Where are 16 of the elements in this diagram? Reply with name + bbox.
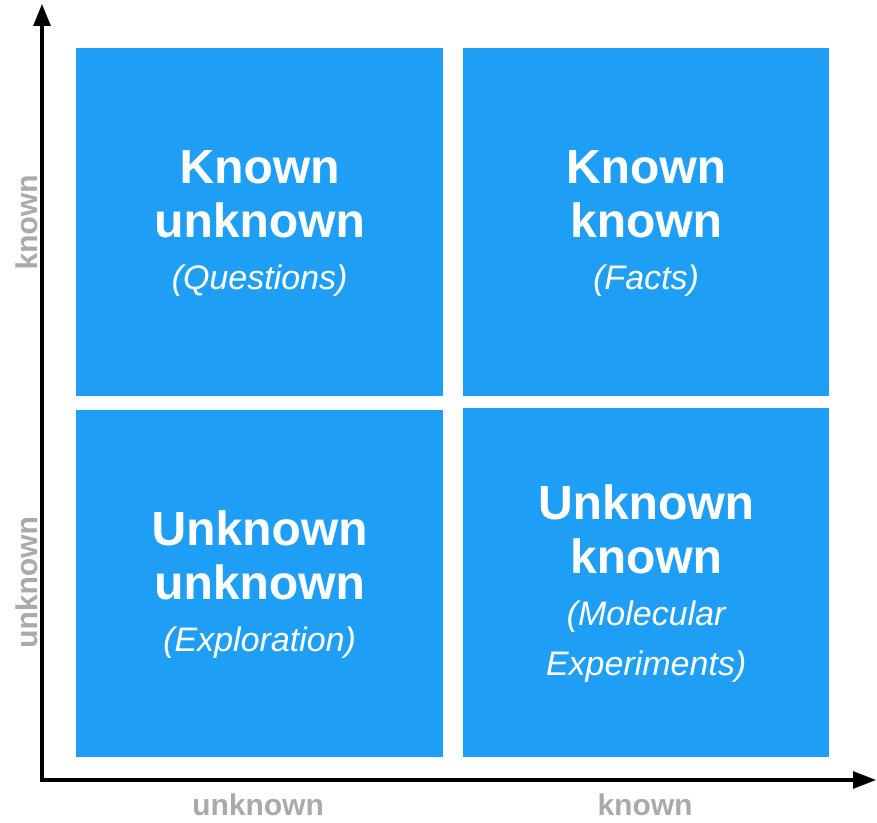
axis-label: unknown xyxy=(12,516,44,648)
quadrant-title: Known unknown xyxy=(153,141,366,249)
quadrant-subtitle: (Facts) xyxy=(593,258,699,299)
axis-label: unknown xyxy=(192,790,324,822)
axis-label: known xyxy=(598,790,692,822)
quadrant-box xyxy=(463,48,829,396)
quadrant-title: Unknown unknown xyxy=(150,502,368,610)
quadrant-box xyxy=(76,410,443,757)
quadrant-box xyxy=(76,48,443,396)
quadrant-title: Known known xyxy=(565,141,727,249)
quadrant-subtitle: (Questions) xyxy=(172,258,348,299)
quadrant-box xyxy=(463,408,829,757)
quadrant-subtitle: (Exploration) xyxy=(163,620,356,660)
quadrant-subtitle: (Molecular Experiments) xyxy=(544,594,748,684)
quadrant-title: Unknown known xyxy=(537,476,755,584)
axis-label: known xyxy=(12,174,44,270)
